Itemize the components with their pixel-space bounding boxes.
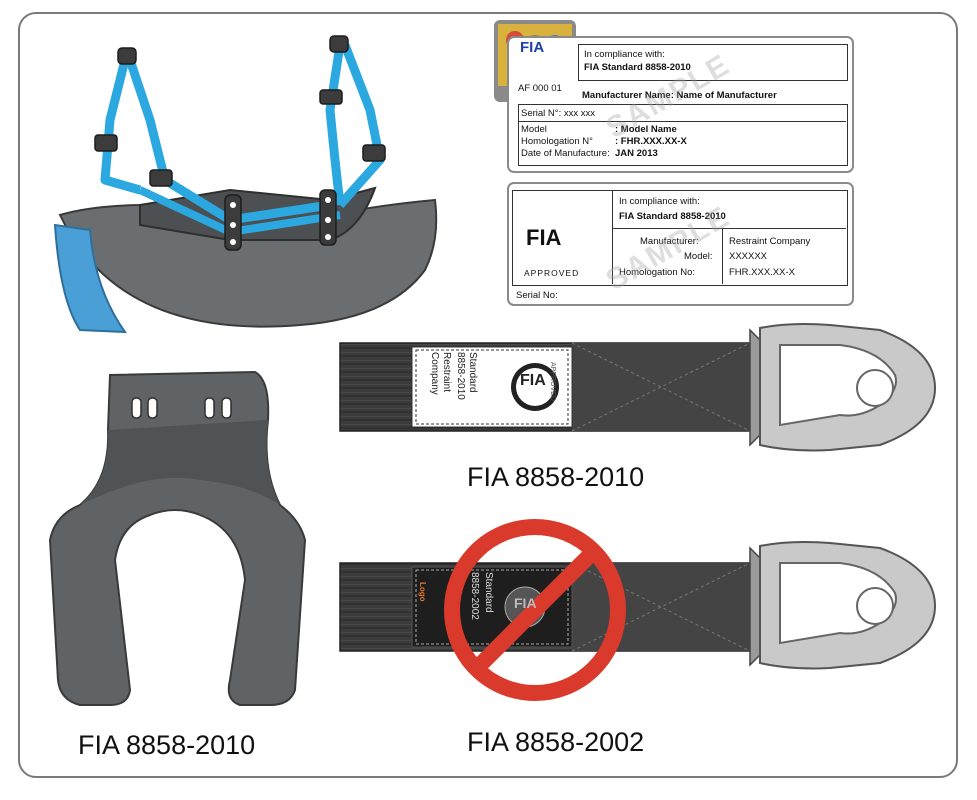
caption-strap-bottom: FIA 8858-2002 [467,727,645,757]
hologram-text: FIA [520,39,545,56]
label2-model-key: Model: [684,251,713,262]
label2-homologation-value: FHR.XXX.XX-X [729,267,795,278]
label1-homologation-key: Homologation N° [521,136,593,147]
label2-compliance-intro: In compliance with: [619,196,700,207]
label1-manufacturer-name: Manufacturer Name: Name of Manufacturer [582,90,777,101]
caption-strap-top: FIA 8858-2010 [467,462,645,492]
strap-top-logo-text: FIA [520,372,546,389]
prohibited-icon [444,519,626,701]
label1-compliance-intro: In compliance with: [584,49,665,60]
strap-8858-2010 [339,323,937,452]
label1-homologation-value: : FHR.XXX.XX-X [615,136,687,147]
label1-standard-box [578,44,848,81]
label1-serial: Serial N°: xxx xxx [521,108,596,119]
label1-model-value: : Model Name [615,124,677,135]
hologram-code: AF 000 01 [518,83,562,94]
shoulder-strap-left [53,223,128,334]
strap-top-tag-text: Standard 8858-2010 Restraint Company [429,352,478,400]
label1-standard: FIA Standard 8858-2010 [584,62,691,73]
label2-serial: Serial No: [516,290,558,301]
label1-model-key: Model [521,124,547,135]
label2-manufacturer-value: Restraint Company [729,236,811,247]
label2-standard: FIA Standard 8858-2010 [619,211,726,222]
seat-pad-illustration [48,370,307,706]
strap-top-approved: APPROVED [549,362,556,401]
strap-bottom-logo-text: FIA [514,595,537,611]
label2-manufacturer-key: Manufacturer: [640,236,699,247]
label1-date-key: Date of Manufacture: [521,148,610,159]
caption-seat-pad: FIA 8858-2010 [78,730,256,760]
strap-8858-2002 [339,519,937,701]
strap-blue-right [325,44,345,206]
label1-details-box [518,104,848,166]
label2-approved: APPROVED [524,268,580,278]
label2-homologation-key: Homologation No: [619,267,696,278]
label1-date-value: JAN 2013 [615,148,658,159]
label2-logo-text: FIA [526,225,562,250]
hans-device-illustration [53,35,438,334]
label2-model-value: XXXXXX [729,251,768,262]
